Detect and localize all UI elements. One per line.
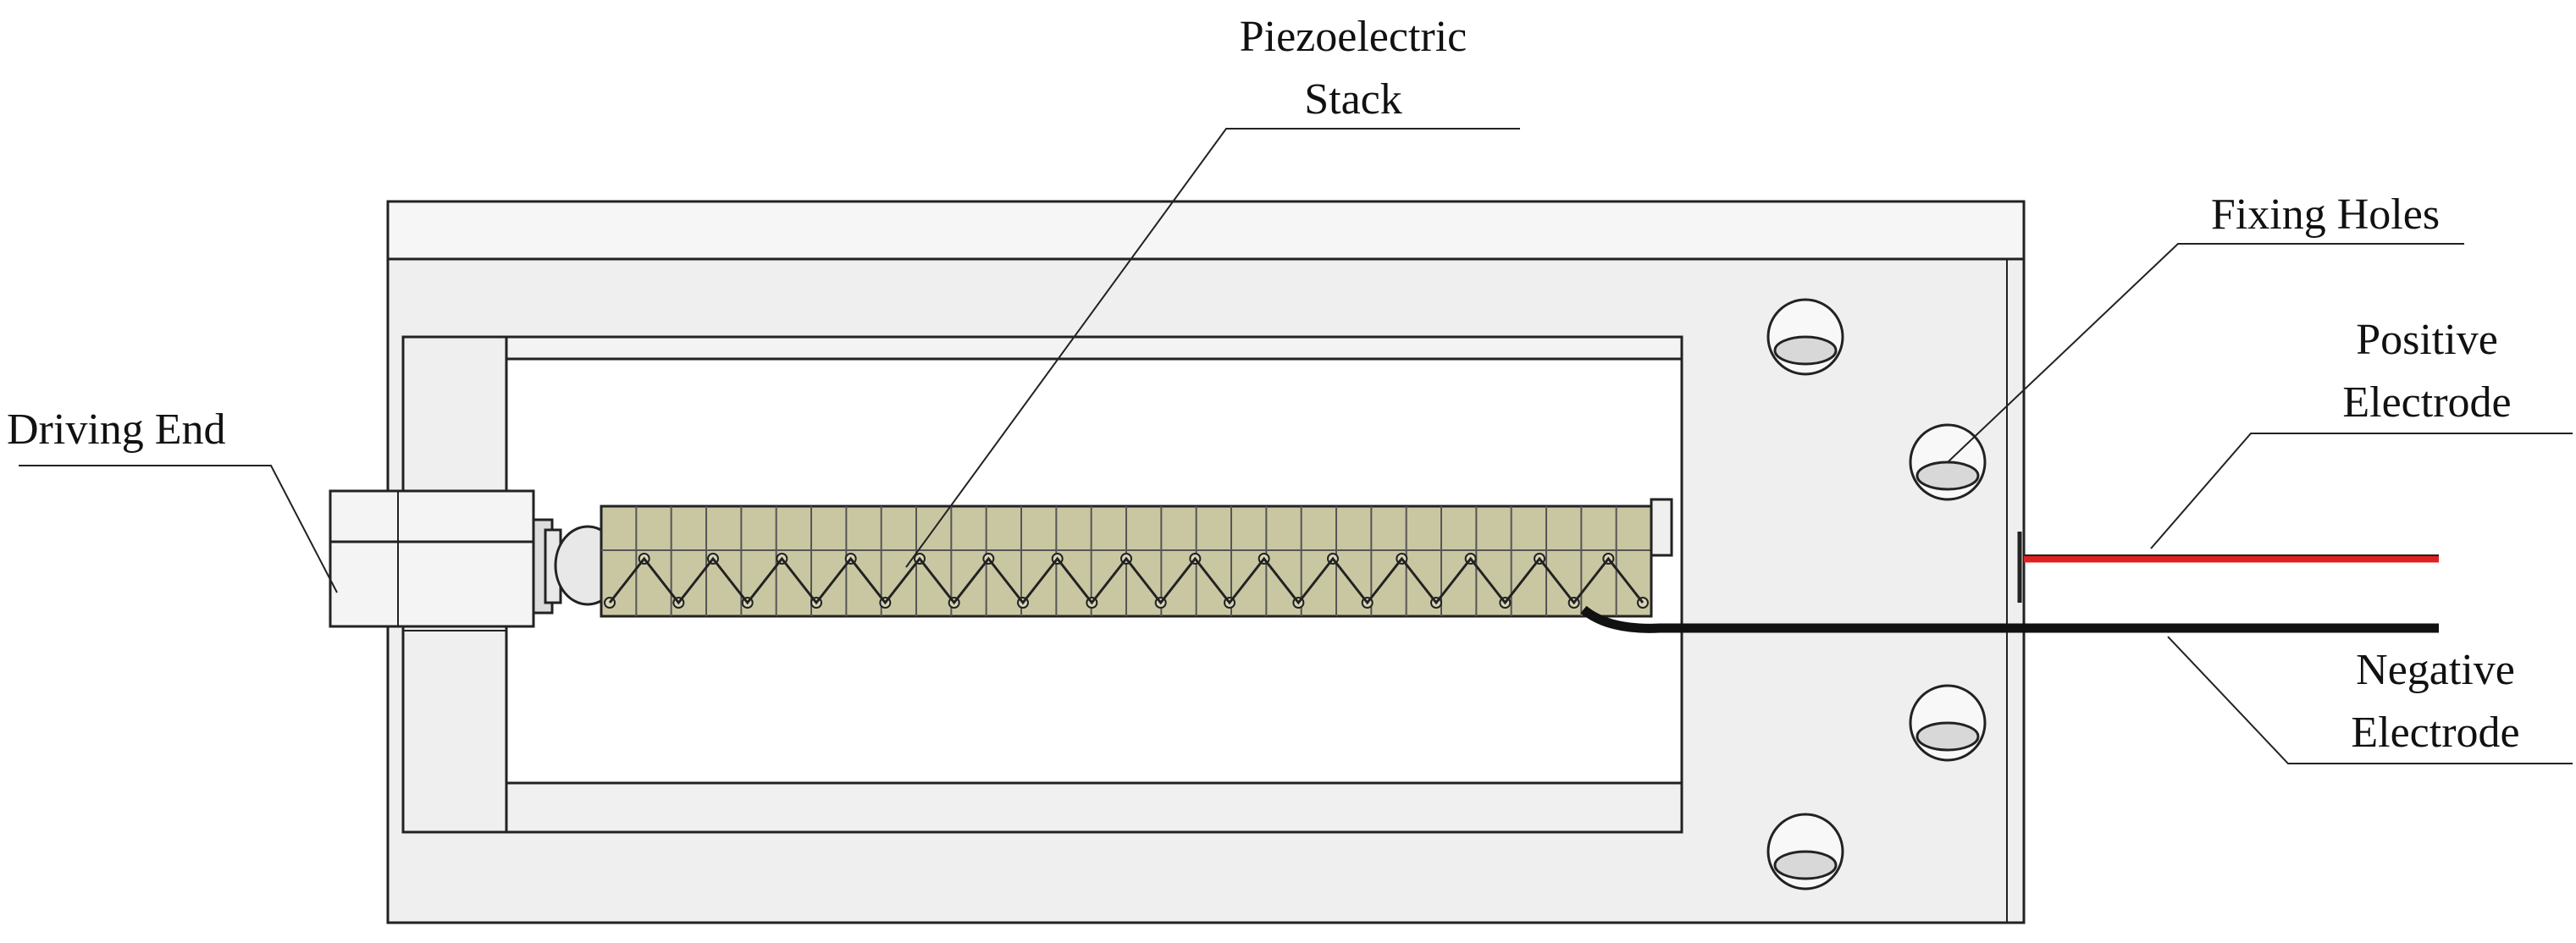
label-positive-line1: Positive xyxy=(2356,316,2498,364)
negative-wire xyxy=(1580,605,2439,633)
leader-lines xyxy=(19,128,2573,764)
leader-piezo xyxy=(905,128,1520,568)
leader-fixing-holes xyxy=(1947,243,2464,463)
driving-end-block xyxy=(329,489,622,628)
leader-negative xyxy=(2167,636,2573,764)
frame-top-bevel xyxy=(386,200,2026,261)
fixing-hole xyxy=(1909,684,1987,762)
label-negative-line1: Negative xyxy=(2356,646,2515,694)
window-bottom-ledge xyxy=(505,781,1683,834)
label-piezo-line2: Stack xyxy=(1304,75,1402,124)
piezo-stack xyxy=(600,498,1673,618)
label-negative-line2: Electrode xyxy=(2351,709,2519,757)
label-positive-line2: Electrode xyxy=(2342,378,2511,427)
fixing-holes xyxy=(1766,298,1987,891)
label-piezo-line1: Piezoelectric xyxy=(1240,13,1468,61)
fixing-hole xyxy=(1766,813,1844,891)
window-top-ledge xyxy=(505,335,1683,361)
leader-driving-end xyxy=(19,465,338,593)
label-fixing-holes: Fixing Holes xyxy=(2211,190,2440,239)
label-driving-end: Driving End xyxy=(7,405,226,454)
fixing-hole xyxy=(1766,298,1844,376)
stack-end-cap xyxy=(1650,498,1673,557)
leader-positive xyxy=(2150,433,2573,549)
stack-zigzag-wire xyxy=(608,556,1645,605)
